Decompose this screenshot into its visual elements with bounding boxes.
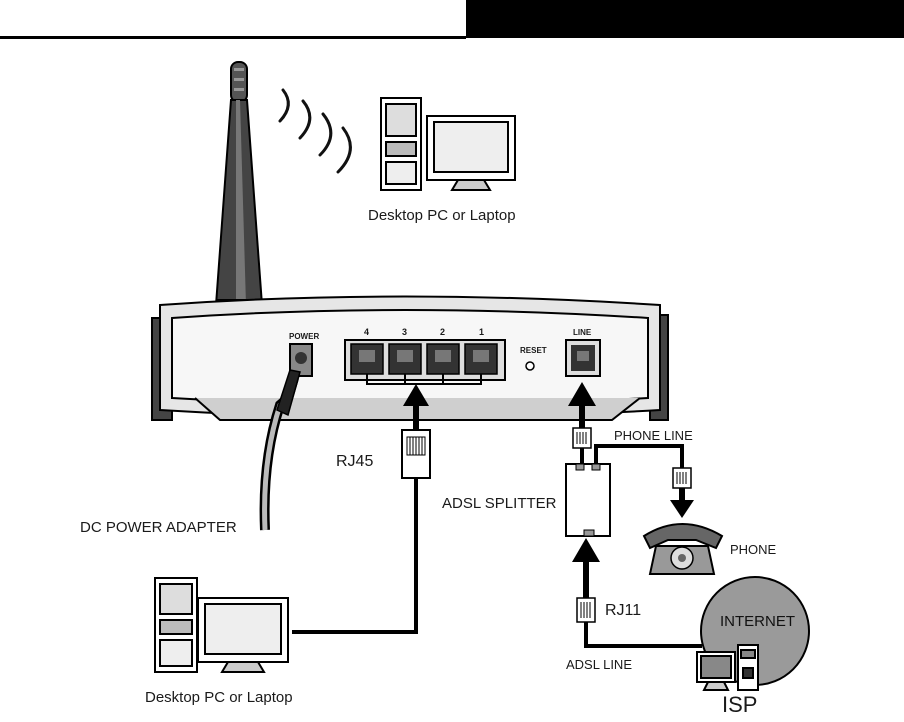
port-4-label: 4	[364, 327, 369, 337]
adsl-splitter-label: ADSL SPLITTER	[442, 495, 556, 512]
line-port-label: LINE	[573, 328, 591, 337]
isp-label: ISP	[722, 692, 757, 718]
reset-button	[526, 362, 534, 370]
adsl-line-label: ADSL LINE	[566, 657, 632, 672]
phone-label: PHONE	[730, 542, 776, 557]
rj11-connector-icon	[577, 598, 595, 622]
rj11-phone-connector-icon	[673, 468, 691, 488]
rj11-arrow	[572, 538, 600, 598]
desktop-pc-bottom-icon	[155, 578, 288, 672]
pc-bottom-label: Desktop PC or Laptop	[145, 689, 293, 706]
adsl-splitter-icon	[566, 464, 610, 536]
port-3-label: 3	[402, 327, 407, 337]
port-2-label: 2	[440, 327, 445, 337]
rj45-connector-icon	[402, 430, 430, 478]
phone-arrow	[670, 488, 694, 518]
rj45-label: RJ45	[336, 453, 373, 471]
adsl-line-cable	[586, 622, 702, 646]
port-1-label: 1	[479, 327, 484, 337]
power-port-label: POWER	[289, 332, 319, 341]
rj11-top-connector-icon	[573, 428, 591, 448]
line-port	[566, 340, 600, 376]
wireless-signal-icon	[280, 90, 350, 172]
isp-computer-icon	[697, 645, 758, 690]
desktop-pc-top-icon	[381, 98, 515, 190]
reset-label: RESET	[520, 346, 547, 355]
rj11-label: RJ11	[605, 602, 641, 620]
header-bar	[0, 0, 904, 39]
pc-top-label: Desktop PC or Laptop	[368, 207, 516, 224]
internet-label: INTERNET	[720, 613, 795, 630]
phone-line-label: PHONE LINE	[614, 428, 693, 443]
dc-adapter-label: DC POWER ADAPTER	[80, 519, 237, 536]
phone-icon	[644, 524, 722, 574]
rj45-cable	[292, 478, 416, 632]
ethernet-ports	[345, 340, 505, 384]
